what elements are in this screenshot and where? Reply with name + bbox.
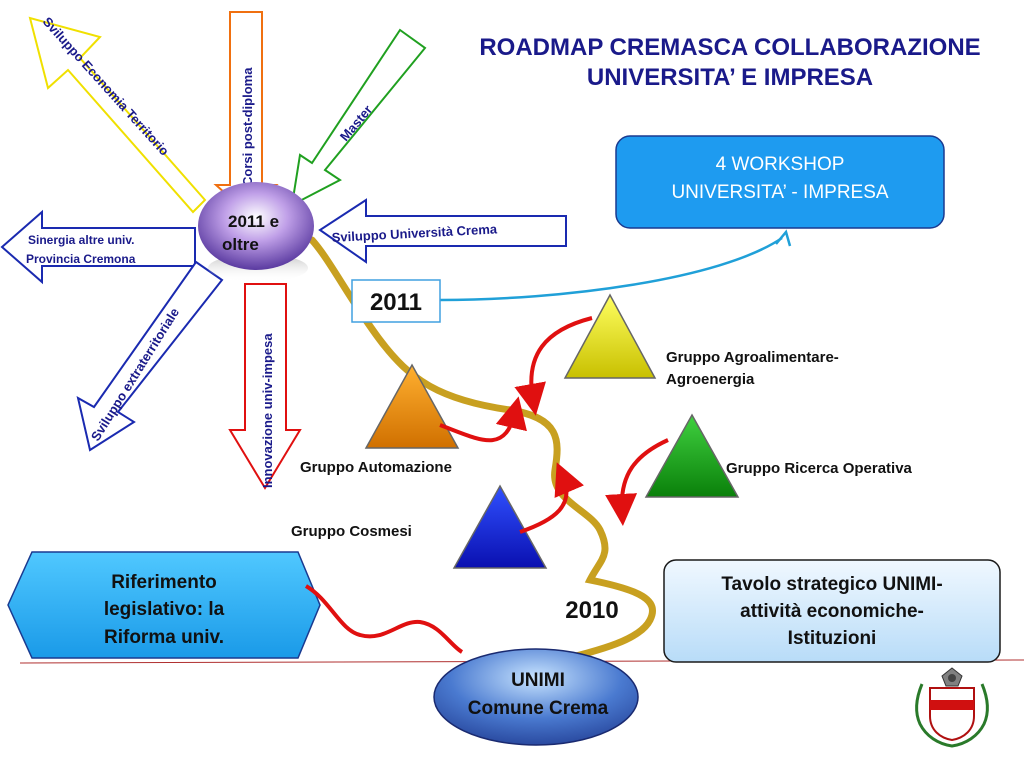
red-arrow-automazione [439,396,527,443]
tavolo-label-2: attività economiche- [740,601,924,622]
triangle-cosmesi [452,484,548,569]
label-corsi-post-diploma: Corsi post-diploma [240,67,255,186]
red-arrow-cosmesi [519,462,585,534]
title-line-1: ROADMAP CREMASCA COLLABORAZIONE [479,34,981,61]
workshop-label-1: 4 WORKSHOP [716,154,845,175]
hub-label-1: 2011 e [228,212,279,231]
label-ricerca: Gruppo Ricerca Operativa [726,460,913,477]
year-2011-box [351,279,441,323]
arrow-sinergia [0,209,196,285]
riferimento-label-2: legislativo: la [104,599,225,620]
year-2010-label: 2010 [565,597,618,624]
red-arrow-ricerca [605,438,669,526]
tavolo-label-1: Tavolo strategico UNIMI- [721,574,942,595]
label-sviluppo-extraterritoriale: Sviluppo extraterritoriale [88,305,182,443]
unimi-ellipse [433,648,639,746]
red-arrow-agro [514,316,593,416]
title-line-2: UNIVERSITA’ E IMPRESA [586,64,874,91]
label-sviluppo-territorio: Sviluppo Economia Territorio [40,14,172,159]
triangle-automazione [364,363,460,449]
arrow-master [290,28,427,207]
label-automazione: Gruppo Automazione [300,459,452,476]
year-2011-label: 2011 [370,289,422,316]
arrow-innovazione [228,283,302,490]
label-sinergia-1: Sinergia altre univ. [28,233,134,247]
label-cosmesi: Gruppo Cosmesi [291,523,412,540]
riferimento-label-3: Riforma univ. [104,627,224,648]
triangle-agroalimentare [563,293,657,379]
workshop-label-2: UNIVERSITA’ - IMPRESA [671,182,888,203]
arrow-sviluppo-extraterritoriale [76,260,224,452]
page-title: ROADMAP CREMASCA COLLABORAZIONE UNIVERSI… [440,33,1020,93]
label-agro-2: Agroenergia [666,371,755,388]
tavolo-box [663,559,1001,663]
arrow-sviluppo-universita [318,198,567,264]
connector-arrowhead [775,229,792,247]
red-connector-riferimento [304,584,464,654]
unimi-label-2: Comune Crema [468,698,609,719]
label-innovazione: Innovazione univ-impesa [260,333,275,488]
unimi-label-1: UNIMI [511,670,565,691]
tavolo-label-3: Istituzioni [788,628,877,649]
riferimento-shape [7,551,321,659]
riferimento-label-1: Riferimento [111,572,217,593]
label-agro-1: Gruppo Agroalimentare- [666,349,839,366]
triangle-ricerca [644,413,740,498]
connector-2011-workshop [439,236,783,302]
hub-circle [198,182,314,270]
crema-coat-of-arms-icon [915,667,989,748]
workshop-box [615,135,945,229]
label-sinergia-2: Provincia Cremona [26,252,136,266]
hub-label-2: oltre [222,235,259,254]
arrow-sviluppo-territorio [28,16,207,214]
